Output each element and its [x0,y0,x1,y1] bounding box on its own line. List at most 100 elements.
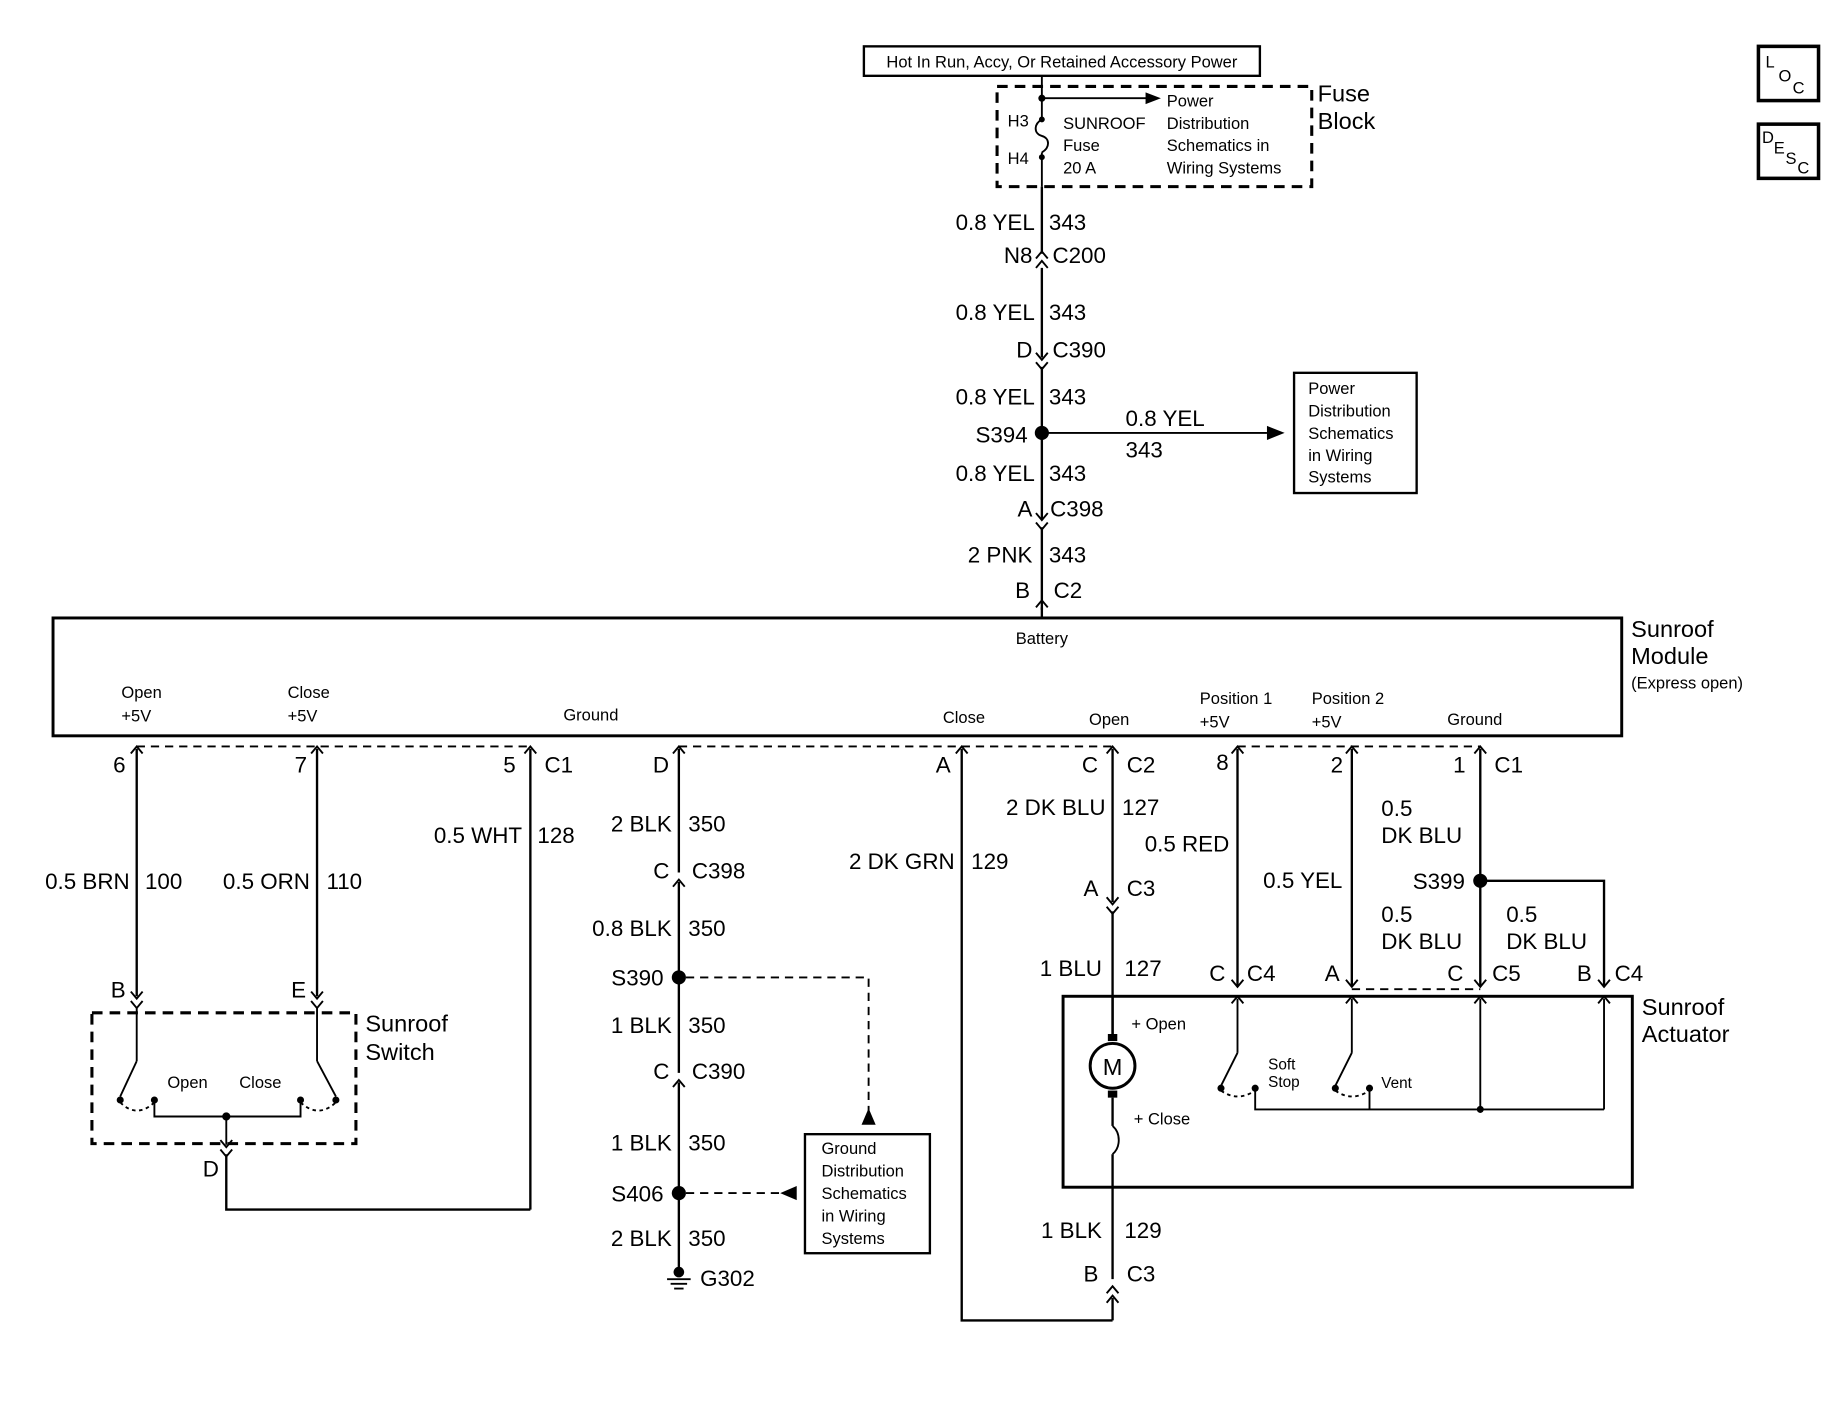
svg-text:127: 127 [1124,956,1161,981]
svg-text:1 BLK: 1 BLK [611,1131,672,1156]
svg-text:D: D [1016,338,1032,363]
svg-text:Vent: Vent [1381,1075,1412,1092]
svg-text:Ground: Ground [563,707,618,725]
svg-text:B: B [111,977,126,1002]
svg-text:Close: Close [288,684,330,702]
svg-text:0.5: 0.5 [1381,902,1412,927]
svg-text:1 BLK: 1 BLK [1041,1218,1102,1243]
svg-text:Ground: Ground [1447,711,1502,729]
ground-path-350: D 2 BLK 350 C C398 0.8 BLK 350 S390 1 BL… [592,744,962,1291]
motor-icon [1088,1041,1137,1090]
sunroof-actuator: Sunroof Actuator + Open + Close M Soft S… [1061,994,1730,1189]
connector-c398-ground: C398 [692,858,746,883]
svg-text:343: 343 [1049,385,1086,410]
connector-c398-top: C398 [1050,497,1104,522]
svg-text:350: 350 [688,1226,725,1251]
svg-text:C1: C1 [1494,752,1523,777]
arrow-right-icon [1145,92,1161,105]
position-wires: 0.5 RED 0.5 YEL 0.5 DK BLU S399 0.5 DK B… [1145,748,1643,991]
svg-text:Schematics: Schematics [1308,425,1393,443]
svg-text:Distribution: Distribution [1308,402,1391,420]
svg-text:343: 343 [1049,210,1086,235]
svg-text:B: B [1083,1262,1098,1287]
svg-text:343: 343 [1049,543,1086,568]
connector-c1-right: 8 2 1 C1 [1216,744,1523,777]
svg-text:B: B [1577,961,1592,986]
connector-c2-module: C2 [1127,752,1156,777]
power-source-box [862,45,1262,78]
svg-text:2 DK GRN: 2 DK GRN [849,849,955,874]
svg-text:20 A: 20 A [1063,160,1096,178]
loc-icon[interactable]: L O C [1756,44,1821,103]
svg-text:Module: Module [1631,643,1708,669]
svg-text:Distribution: Distribution [821,1163,904,1181]
svg-text:C: C [653,1059,669,1084]
sunroof-switch: Sunroof Switch Open Close D [90,1008,531,1211]
svg-text:Battery: Battery [1016,630,1069,648]
svg-text:0.5 ORN: 0.5 ORN [223,869,310,894]
svg-text:2 PNK: 2 PNK [968,543,1033,568]
svg-text:Fuse: Fuse [1063,137,1100,155]
power-distribution-ref-box[interactable]: Power Distribution Schematics in Wiring … [1292,371,1418,495]
svg-text:C: C [1209,961,1225,986]
svg-text:Stop: Stop [1268,1074,1300,1091]
connector-c5: C5 [1492,961,1521,986]
svg-text:in Wiring: in Wiring [821,1207,885,1225]
svg-text:Actuator: Actuator [1642,1021,1730,1047]
fuse-pin-h3: H3 [1008,112,1029,130]
arrow-up-icon [861,1108,876,1125]
motor-circuit: A C C2 2 DK GRN 129 2 DK BLU 127 A C3 1 … [849,744,1162,1322]
svg-text:N8: N8 [1004,243,1033,268]
svg-text:0.8 YEL: 0.8 YEL [956,210,1035,235]
svg-text:0.5 YEL: 0.5 YEL [1263,868,1342,893]
svg-text:Open: Open [167,1074,207,1092]
svg-text:2: 2 [1331,752,1343,777]
svg-text:129: 129 [971,849,1008,874]
svg-text:Sunroof: Sunroof [1642,994,1725,1020]
svg-text:C: C [653,858,669,883]
svg-text:Schematics: Schematics [821,1185,906,1203]
svg-text:Distribution: Distribution [1167,115,1250,133]
svg-text:0.8 YEL: 0.8 YEL [956,461,1035,486]
splice-s399 [1473,873,1488,888]
ground-distribution-ref-box[interactable]: Ground Distribution Schematics in Wiring… [803,1132,932,1255]
svg-text:(Express open): (Express open) [1631,675,1743,693]
svg-text:+5V: +5V [1312,714,1342,732]
svg-text:S: S [1786,150,1797,168]
ground-icon [667,1266,691,1290]
svg-text:100: 100 [145,869,182,894]
arrow-left-icon [780,1186,797,1201]
sunroof-module: Sunroof Module (Express open) Battery Op… [51,616,1743,738]
svg-text:S406: S406 [611,1181,663,1206]
svg-text:7: 7 [295,752,307,777]
svg-text:0.5 BRN: 0.5 BRN [45,869,130,894]
svg-text:A: A [1083,876,1098,901]
svg-text:2 BLK: 2 BLK [611,811,672,836]
desc-icon[interactable]: D E S C [1756,122,1821,181]
svg-text:A: A [936,752,951,777]
svg-text:Close: Close [943,709,985,727]
svg-text:Systems: Systems [1308,468,1371,486]
svg-text:350: 350 [688,916,725,941]
svg-text:Switch: Switch [365,1039,434,1065]
fuse-block-title: Fuse [1318,81,1370,107]
svg-text:350: 350 [688,811,725,836]
svg-text:0.5: 0.5 [1506,902,1537,927]
svg-text:A: A [1325,961,1340,986]
svg-text:C: C [1797,160,1809,178]
svg-text:Ground: Ground [821,1140,876,1158]
svg-text:DK BLU: DK BLU [1506,929,1587,954]
svg-text:Close: Close [239,1074,281,1092]
svg-text:127: 127 [1122,795,1159,820]
svg-text:Sunroof: Sunroof [365,1011,448,1037]
svg-text:+5V: +5V [121,708,151,726]
svg-text:0.8 YEL: 0.8 YEL [956,385,1035,410]
svg-text:350: 350 [688,1013,725,1038]
svg-text:350: 350 [688,1131,725,1156]
svg-text:Open: Open [121,684,161,702]
svg-text:L: L [1766,54,1775,72]
svg-text:2 DK BLU: 2 DK BLU [1006,795,1106,820]
connector-c2-top: C2 [1054,578,1083,603]
svg-text:0.5 WHT: 0.5 WHT [434,823,523,848]
fuse-block: Fuse Block H3 H4 SUNROOF Fuse 20 A Power… [995,81,1375,189]
